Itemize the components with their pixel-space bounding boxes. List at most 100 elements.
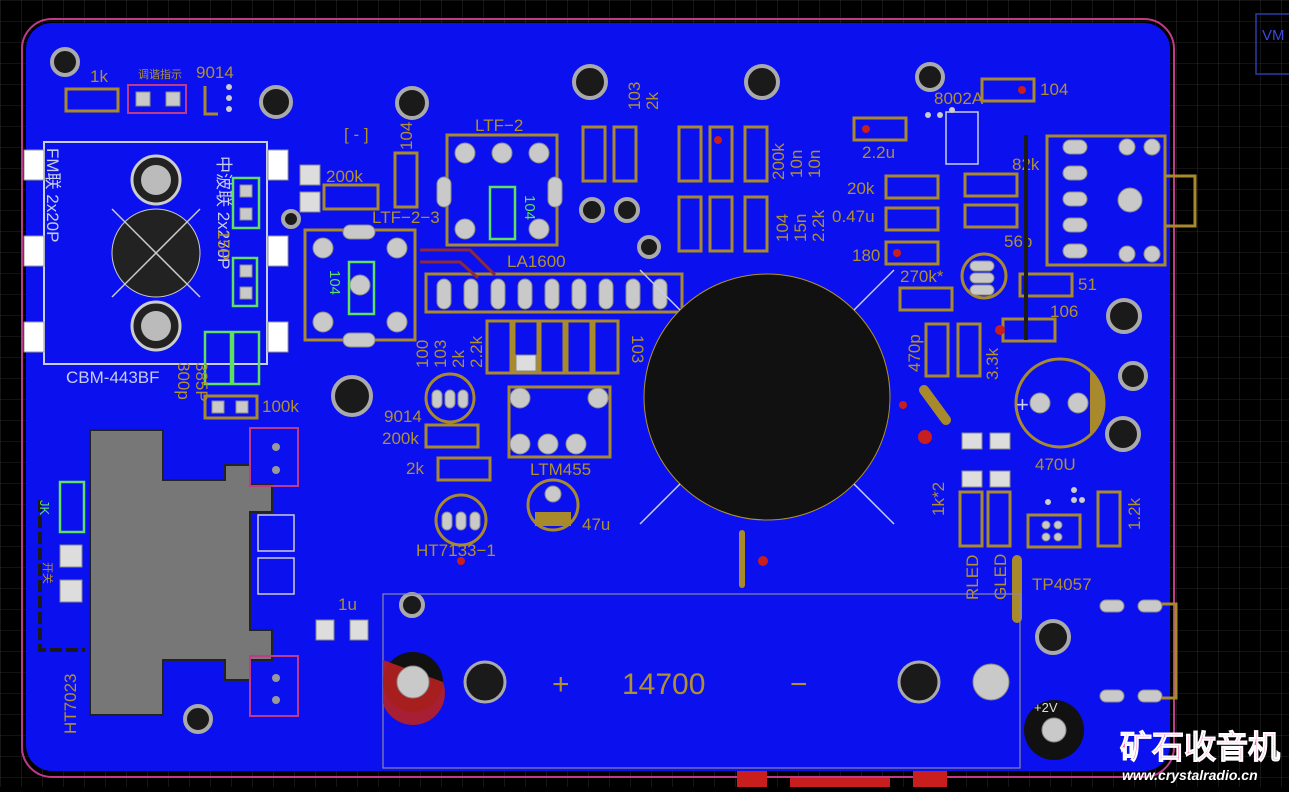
- r2k-top-label: 2k: [643, 92, 662, 110]
- tuning-capacitor[interactable]: [23, 141, 289, 365]
- r-82k[interactable]: [963, 172, 1019, 198]
- c104-top-label: 104: [397, 122, 416, 150]
- q9014-mid-label: 9014: [384, 407, 422, 426]
- vias: [758, 401, 932, 566]
- r270k-label: 270k*: [900, 267, 944, 286]
- power-sw-label: 开关: [41, 562, 55, 584]
- c15n-label: 15n: [791, 214, 810, 242]
- r-200k-left[interactable]: [322, 183, 380, 211]
- c300p-label: 300p: [174, 362, 193, 400]
- q-right[interactable]: [960, 252, 1008, 300]
- r-51[interactable]: [1018, 272, 1074, 298]
- resistor-block-upper[interactable]: [581, 125, 769, 253]
- rled-label: RLED: [963, 555, 982, 600]
- c-470p[interactable]: [924, 322, 950, 378]
- ic8002a-label: 8002A: [934, 89, 984, 108]
- c22u-label: 2.2u: [862, 143, 895, 162]
- audio-jack[interactable]: [1045, 134, 1197, 267]
- q9014-top-label: 9014: [196, 63, 234, 82]
- ltm455[interactable]: [507, 385, 612, 459]
- ht7023-regulator[interactable]: [38, 500, 85, 652]
- r-100k[interactable]: [203, 394, 259, 420]
- la1600-label: LA1600: [507, 252, 566, 271]
- usb-connector[interactable]: [1099, 599, 1178, 703]
- r-270k[interactable]: [898, 286, 954, 312]
- tuning-led[interactable]: [127, 84, 187, 114]
- c10n-b-label: 10n: [805, 150, 824, 178]
- c470u-label: 470U: [1035, 455, 1076, 474]
- c1u-label: 1u: [338, 595, 357, 614]
- battery-minus: −: [790, 668, 808, 701]
- c-104-top[interactable]: [393, 151, 419, 209]
- jk-label: JK: [37, 500, 52, 516]
- battery-contacts: [383, 652, 1010, 725]
- ltf2-cap-label: 104: [521, 195, 538, 220]
- ltf2-label: LTF−2: [475, 116, 523, 135]
- r-20k[interactable]: [884, 174, 940, 200]
- r103-v-label: 103: [431, 340, 450, 368]
- dc-jack[interactable]: [1024, 700, 1084, 760]
- r-1-2k[interactable]: [1096, 490, 1122, 548]
- c-2-2u[interactable]: [852, 116, 908, 142]
- ht7133-1[interactable]: [434, 493, 488, 547]
- c-56p[interactable]: [963, 203, 1019, 229]
- r200k-left-label: 200k: [326, 167, 363, 186]
- c-1u-pad-b: [349, 619, 369, 641]
- resistor-row-la1600[interactable]: [485, 319, 620, 375]
- watermark-url: www.crystalradio.cn: [1122, 767, 1258, 783]
- svg-text:+: +: [1016, 392, 1029, 417]
- r103-right-label: 103: [628, 335, 647, 363]
- partial-title: VM: [1262, 27, 1285, 44]
- r104-mid-label: 104: [773, 214, 792, 242]
- r1kx2-label: 1k*2: [929, 482, 948, 516]
- r200k-right-label: 200k: [769, 143, 788, 180]
- ht7133-label: HT7133−1: [416, 541, 496, 560]
- r100k-label: 100k: [262, 397, 299, 416]
- r-2k-mid[interactable]: [436, 456, 492, 482]
- c047u-label: 0.47u: [832, 207, 875, 226]
- ltf23-cap-label: 104: [326, 270, 343, 295]
- c106-label: 106: [1050, 302, 1078, 321]
- r100-label: 100: [413, 340, 432, 368]
- r-1k-top[interactable]: [64, 87, 120, 113]
- r2k-v-label: 2k: [449, 350, 468, 368]
- bracket-mark: [ - ]: [344, 125, 369, 144]
- ltm455-label: LTM455: [530, 460, 591, 479]
- r2k-mid-label: 2k: [406, 459, 424, 478]
- r-1k-top-label: 1k: [90, 67, 108, 86]
- gled-label: GLED: [991, 554, 1010, 600]
- r-180[interactable]: [884, 240, 940, 266]
- tp4057-label: TP4057: [1032, 575, 1092, 594]
- c-104-right[interactable]: [980, 77, 1036, 103]
- ic-tp4057[interactable]: [1026, 513, 1082, 549]
- ic-la1600[interactable]: [424, 272, 684, 314]
- volume-knob[interactable]: [639, 269, 895, 525]
- r180-label: 180: [852, 246, 880, 265]
- c-1u-pad-a: [315, 619, 335, 641]
- ic-8002a[interactable]: [945, 111, 979, 165]
- q9014-top[interactable]: [203, 86, 218, 116]
- c-electro-small[interactable]: [512, 319, 540, 375]
- q9014-mid[interactable]: [424, 372, 476, 424]
- fm-gang-label: FM联 2x20P: [43, 148, 62, 242]
- watermark-cn: 矿石收音机: [1120, 729, 1280, 765]
- ltf23-label: LTF−2−3: [372, 208, 440, 227]
- r-200k-mid[interactable]: [424, 423, 480, 449]
- r20k-label: 20k: [847, 179, 875, 198]
- r51-label: 51: [1078, 275, 1097, 294]
- power-switch[interactable]: [89, 427, 299, 717]
- cbm-label: CBM-443BF: [66, 368, 160, 387]
- la1600-pins: [436, 278, 668, 310]
- c-470u[interactable]: +: [1014, 357, 1106, 449]
- mounting-holes: [50, 47, 1148, 734]
- c104-right-label: 104: [1040, 80, 1068, 99]
- c-47u[interactable]: [526, 478, 580, 532]
- c-0-47u[interactable]: [884, 206, 940, 232]
- tuning-indicator-label: 调谐指示: [138, 67, 182, 81]
- r-3-3k[interactable]: [956, 322, 982, 378]
- r22k-v-label: 2.2k: [467, 335, 486, 368]
- led-pads[interactable]: [958, 432, 1012, 548]
- board-outline: [21, 18, 1175, 778]
- plus2v-label: +2V: [1034, 700, 1058, 715]
